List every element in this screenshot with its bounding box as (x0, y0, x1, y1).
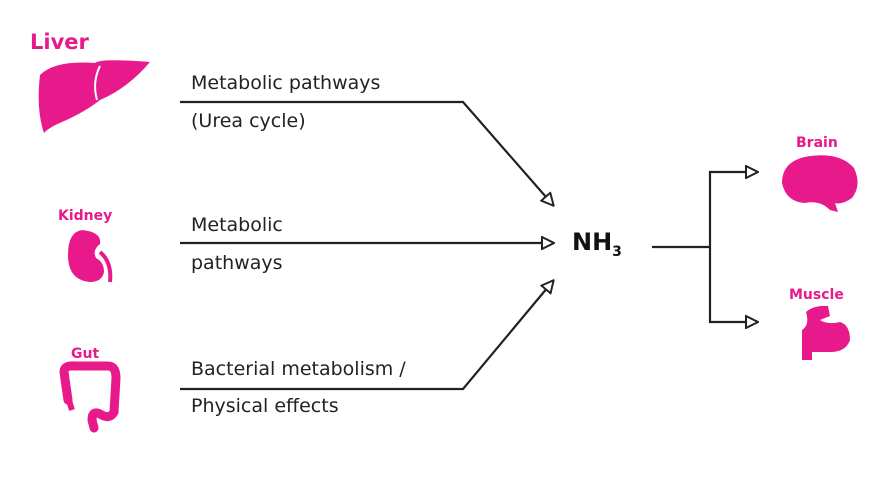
muscle-icon (802, 305, 850, 360)
liver-lobe-line (94, 65, 101, 101)
liver-icon (38, 60, 150, 133)
muscle-arrow (708, 247, 757, 322)
liver-pathway-line1: Metabolic pathways (191, 72, 381, 94)
gut-lower (61, 384, 75, 411)
gut-arrow (180, 281, 553, 391)
liver-arrow (180, 100, 553, 205)
liver-label: Liver (30, 30, 89, 54)
kidney-pathway-line1: Metabolic (191, 214, 283, 236)
brain-arrow (708, 172, 757, 247)
ureter (98, 250, 113, 283)
kidney-label: Kidney (58, 208, 113, 224)
gut-pathway-line2: Physical effects (191, 395, 339, 417)
kidney-pathway-line2: pathways (191, 252, 283, 274)
muscle-label: Muscle (789, 287, 844, 303)
nh3-main: NH (572, 228, 613, 256)
gut-label: Gut (71, 346, 100, 362)
liver-pathway-line2: (Urea cycle) (191, 110, 306, 132)
nh3-label: NH3 (572, 228, 622, 260)
brain-icon (782, 155, 858, 212)
brain-label: Brain (796, 135, 838, 151)
gut-icon (59, 361, 121, 433)
gut-pathway-line1: Bacterial metabolism / (191, 358, 406, 380)
nh3-subscript: 3 (612, 243, 622, 260)
kidney-icon (68, 230, 104, 282)
